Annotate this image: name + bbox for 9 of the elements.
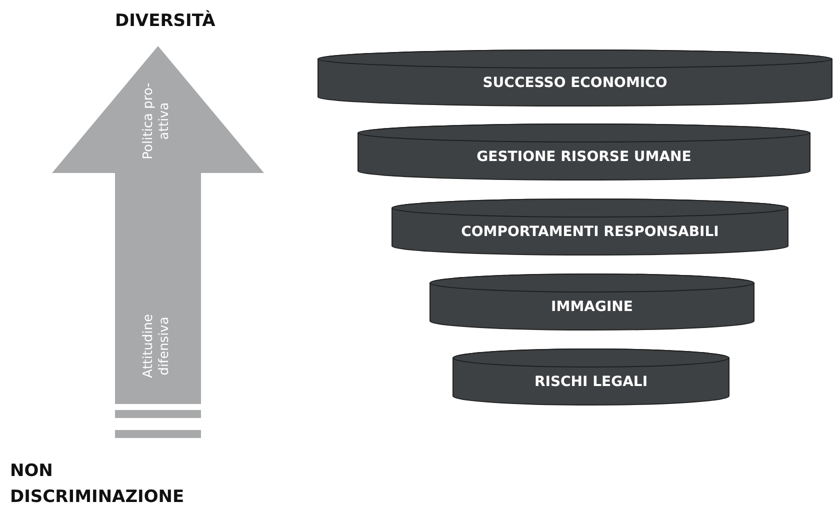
axis-label: DIVERSITÀ (115, 9, 216, 33)
arrow-text: Attitudine difensiva (141, 313, 173, 380)
arrow-text: Politica pro-attiva (141, 82, 173, 161)
disk-label: SUCCESSO ECONOMICO (482, 74, 668, 92)
disk-label: RISCHI LEGALI (533, 372, 649, 392)
disk-label: IMMAGINE (550, 298, 634, 316)
disk-label: GESTIONE RISORSE UMANE (476, 148, 692, 166)
disk-label: COMPORTAMENTI RESPONSABILI (460, 222, 720, 242)
axis-label: NON DISCRIMINAZIONE (10, 460, 186, 509)
